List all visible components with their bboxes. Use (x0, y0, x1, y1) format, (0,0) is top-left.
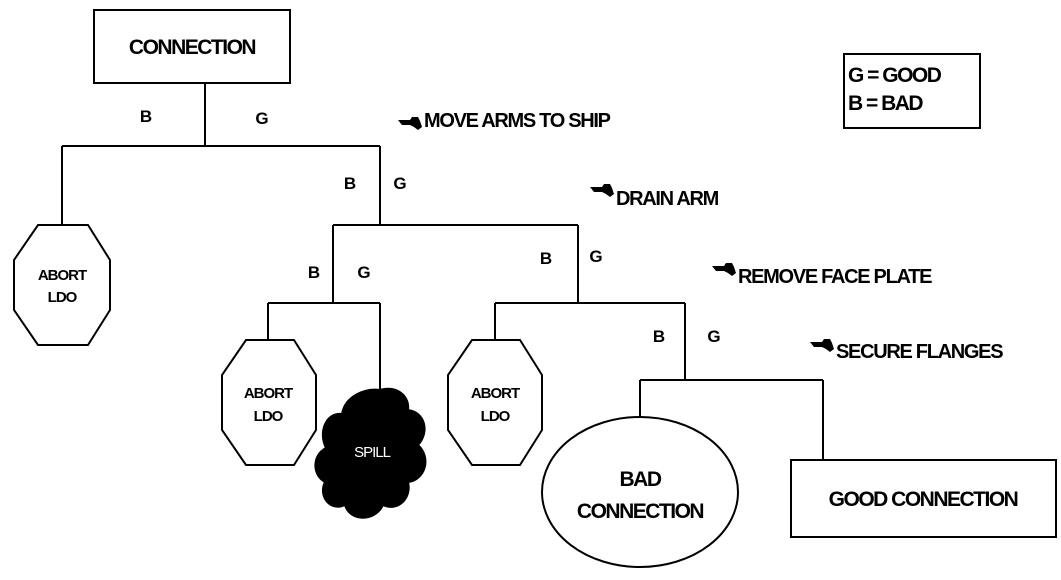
branch-g-label: G (357, 263, 370, 282)
step-label: REMOVE FACE PLATE (738, 266, 932, 288)
branch-labels: B G B G B G B G B G (140, 107, 721, 346)
good-connection-label: GOOD CONNECTION (829, 488, 1018, 511)
ldo-label: LDO (481, 408, 511, 425)
abort-ldo-node: ABORT LDO (448, 340, 542, 465)
legend-good: G = GOOD (848, 64, 942, 87)
pointing-hand-icon (712, 263, 736, 276)
root-label: CONNECTION (129, 36, 256, 59)
spill-node: SPILL (315, 389, 425, 518)
step-remove-face-plate: REMOVE FACE PLATE (712, 263, 932, 288)
branch-b-label: B (344, 174, 356, 193)
bad-connection-node: BAD CONNECTION (542, 417, 738, 567)
abort-ldo-node: ABORT LDO (222, 340, 316, 465)
branch-b-label: B (308, 263, 320, 282)
branch-b-label: B (653, 327, 665, 346)
branch-g-label: G (589, 247, 602, 266)
pointing-hand-icon (398, 117, 422, 130)
legend-bad: B = BAD (848, 92, 923, 115)
abort-label: ABORT (471, 385, 520, 402)
step-label: DRAIN ARM (616, 188, 719, 210)
step-annotations: MOVE ARMS TO SHIP DRAIN ARM REMOVE FACE … (398, 110, 1003, 363)
step-label: MOVE ARMS TO SHIP (424, 110, 611, 132)
connectors (62, 83, 823, 460)
good-connection-node: GOOD CONNECTION (791, 460, 1056, 537)
step-drain-arm: DRAIN ARM (590, 184, 719, 210)
abort-label: ABORT (244, 385, 293, 402)
connection-label: CONNECTION (577, 500, 704, 523)
branch-g-label: G (707, 327, 720, 346)
branch-b-label: B (140, 107, 152, 126)
bad-label: BAD (620, 468, 662, 491)
pointing-hand-icon (590, 184, 614, 197)
ldo-label: LDO (48, 289, 78, 306)
abort-label: ABORT (38, 267, 87, 284)
root-node: CONNECTION (94, 10, 290, 83)
branch-b-label: B (540, 249, 552, 268)
step-secure-flanges: SECURE FLANGES (810, 339, 1003, 363)
legend: G = GOOD B = BAD (844, 54, 980, 128)
ldo-label: LDO (254, 408, 284, 425)
spill-label: SPILL (354, 444, 391, 461)
abort-ldo-node: ABORT LDO (14, 225, 110, 345)
branch-g-label: G (393, 174, 406, 193)
pointing-hand-icon (810, 339, 834, 352)
step-move-arms: MOVE ARMS TO SHIP (398, 110, 611, 132)
step-label: SECURE FLANGES (836, 341, 1003, 363)
branch-g-label: G (255, 109, 268, 128)
